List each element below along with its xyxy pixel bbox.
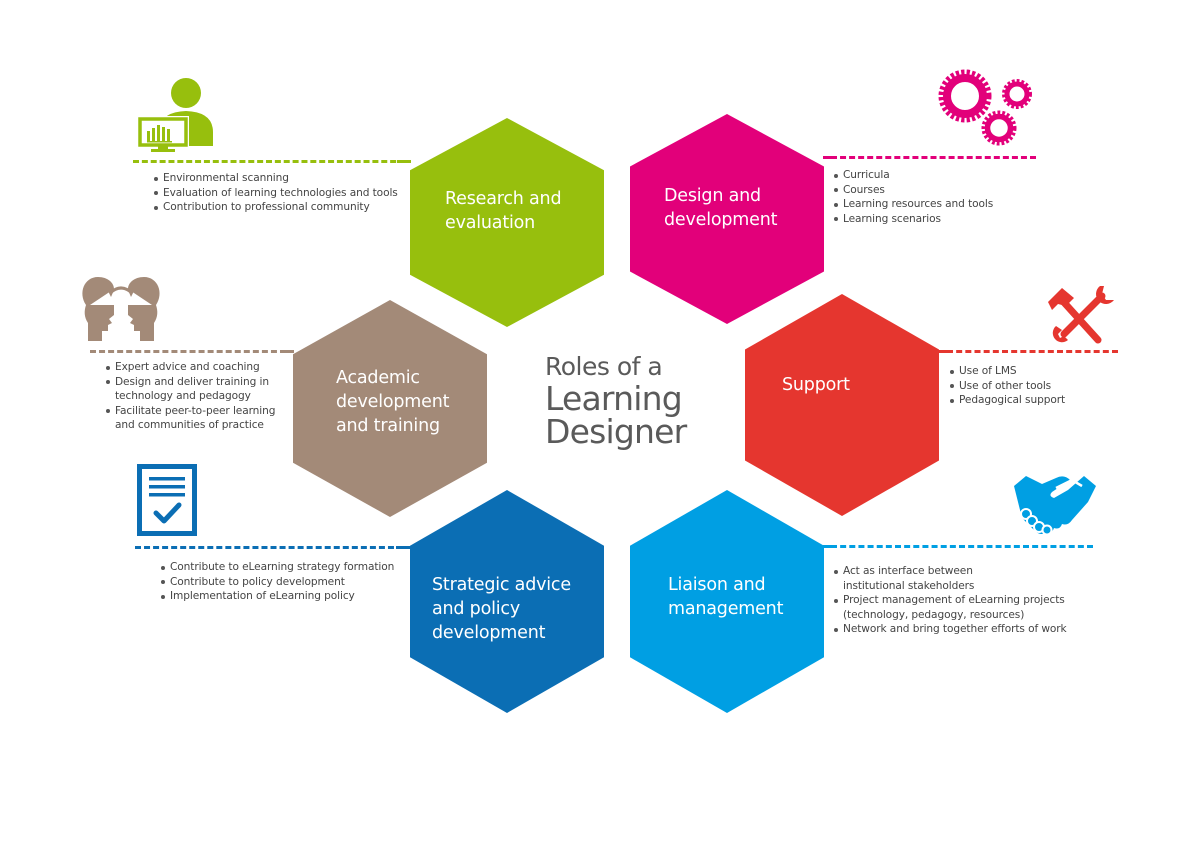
title-line-2: Learning — [545, 379, 683, 418]
bullet-item: Learning resources and tools — [833, 197, 993, 212]
diagram-title: Roles of a Learning Designer — [545, 352, 687, 451]
bullet-item: Contribution to professional community — [153, 200, 398, 215]
bullet-item: Evaluation of learning technologies and … — [153, 186, 398, 201]
hexagon-liaison — [630, 490, 824, 713]
solid-connector-strategic — [396, 546, 411, 549]
bullet-list-academic: Expert advice and coaching Design and de… — [105, 360, 275, 433]
bullet-item: Facilitate peer-to-peer learning — [105, 404, 275, 419]
hexagon-label-strategic: Strategic advice and policy development — [432, 575, 571, 643]
solid-connector-academic — [282, 350, 294, 353]
bullet-item: Act as interface between — [833, 564, 1067, 579]
solid-connector-liaison — [823, 545, 831, 548]
bullet-item-continuation: (technology, pedagogy, resources) — [843, 608, 1025, 621]
bullet-item-continuation: institutional stakeholders — [843, 579, 975, 592]
hexagon-label-support: Support — [782, 375, 850, 395]
hexagon-strategic — [410, 490, 604, 713]
hexagon-label-academic: Academic development and training — [336, 368, 450, 436]
hexagon-label-design: Design and development — [664, 186, 778, 230]
dashed-connector-support — [947, 350, 1118, 353]
hexagon-label-research: Research and evaluation — [445, 189, 562, 233]
solid-connector-design — [823, 156, 831, 159]
bullet-item: Pedagogical support — [949, 393, 1065, 408]
bullet-list-strategic: Contribute to eLearning strategy formati… — [160, 560, 394, 604]
bullet-item: Network and bring together efforts of wo… — [833, 622, 1067, 637]
solid-connector-support — [938, 350, 947, 353]
bullet-item-continuation: technology and pedagogy — [115, 390, 251, 402]
bullet-item: Contribute to eLearning strategy formati… — [160, 560, 394, 575]
checklist-document-icon — [137, 464, 197, 536]
dashed-connector-strategic — [135, 546, 403, 549]
handshake-icon — [1014, 476, 1096, 536]
two-heads-exchange-icon — [82, 277, 160, 341]
hammer-wrench-icon — [1048, 286, 1114, 344]
bullet-item: Implementation of eLearning policy — [160, 589, 394, 604]
bullet-item: Expert advice and coaching — [105, 360, 275, 375]
bullet-item: Project management of eLearning projects — [833, 593, 1067, 608]
person-with-monitor-chart-icon — [137, 78, 213, 152]
bullet-item: Contribute to policy development — [160, 575, 394, 590]
dashed-connector-liaison — [831, 545, 1093, 548]
gears-icon — [938, 69, 1032, 146]
dashed-connector-research — [133, 160, 405, 163]
bullet-list-liaison: Act as interface between institutional s… — [833, 564, 1067, 637]
bullet-item: Use of LMS — [949, 364, 1065, 379]
bullet-item-continuation: and communities of practice — [115, 419, 264, 431]
hexagon-support — [745, 294, 939, 516]
bullet-item: Environmental scanning — [153, 171, 398, 186]
title-line-1: Roles of a — [545, 352, 663, 381]
bullet-item: Design and deliver training in — [105, 375, 275, 390]
bullet-item: Learning scenarios — [833, 212, 993, 227]
dashed-connector-academic — [90, 350, 286, 353]
dashed-connector-design — [831, 156, 1036, 159]
solid-connector-research — [397, 160, 411, 163]
bullet-list-design: Curricula Courses Learning resources and… — [833, 168, 993, 226]
bullet-list-research: Environmental scanning Evaluation of lea… — [153, 171, 398, 215]
title-line-3: Designer — [545, 412, 687, 451]
bullet-list-support: Use of LMS Use of other tools Pedagogica… — [949, 364, 1065, 408]
bullet-item: Curricula — [833, 168, 993, 183]
bullet-item: Use of other tools — [949, 379, 1065, 394]
hexagon-label-liaison: Liaison and management — [668, 575, 784, 619]
bullet-item: Courses — [833, 183, 993, 198]
